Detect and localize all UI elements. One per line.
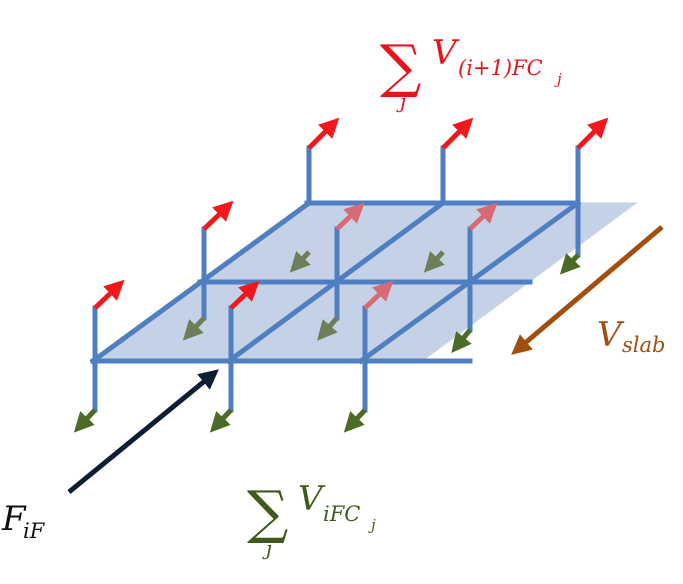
red-arrow-rear-right xyxy=(576,117,609,150)
fif-subscript: iF xyxy=(23,519,46,543)
red-arrow-rear-left xyxy=(307,117,340,150)
vslab-subscript: slab xyxy=(622,333,665,357)
beam-diag-left xyxy=(89,199,313,365)
red-arrow-rear-mid xyxy=(441,117,474,150)
green-arrow-rear-right xyxy=(559,253,581,275)
green-arrow-back-center xyxy=(423,250,445,273)
top-sum-label: ∑ j V (i+1)FC j xyxy=(380,32,562,113)
top-sum-base: V xyxy=(432,33,460,73)
vslab-base: V xyxy=(597,315,625,355)
green-force-arrows xyxy=(73,250,581,433)
top-sum-index: j xyxy=(396,89,406,113)
top-sum-subscript: (i+1)FC xyxy=(458,56,543,80)
bottom-sum-subsubscript: j xyxy=(368,516,376,534)
red-arrow-mid-left xyxy=(202,200,234,231)
red-force-arrows xyxy=(93,117,609,310)
bottom-sum-index: j xyxy=(262,536,272,560)
bottom-sum-label: ∑ j V iFC j xyxy=(247,478,376,560)
beam-grid xyxy=(89,145,582,413)
bottom-sum-symbol: ∑ xyxy=(247,478,288,546)
green-arrow-mid-left xyxy=(182,316,206,341)
top-sum-subsubscript: j xyxy=(554,70,562,88)
green-arrow-mid-center xyxy=(317,316,339,341)
top-sum-symbol: ∑ xyxy=(380,32,421,100)
fif-label: F iF xyxy=(1,499,46,543)
green-arrow-front-right xyxy=(343,408,367,433)
red-arrow-front-left xyxy=(93,279,125,310)
bottom-sum-subscript: iFC xyxy=(323,502,360,526)
red-arrow-front-center xyxy=(229,280,260,310)
red-arrow-mid-center xyxy=(335,202,365,231)
red-arrow-front-right xyxy=(363,280,394,310)
vslab-label: V slab xyxy=(597,315,665,357)
bottom-sum-base: V xyxy=(298,479,326,519)
slab-velocity-arrow xyxy=(511,225,664,355)
green-arrow-front-center xyxy=(209,408,233,433)
fiber-force-arrow xyxy=(67,369,219,494)
red-arrow-mid-right xyxy=(468,202,498,231)
green-arrow-mid-right xyxy=(451,328,472,353)
green-arrow-back-left xyxy=(289,250,311,273)
green-arrow-front-left xyxy=(73,408,97,433)
fif-base: F xyxy=(1,499,27,539)
